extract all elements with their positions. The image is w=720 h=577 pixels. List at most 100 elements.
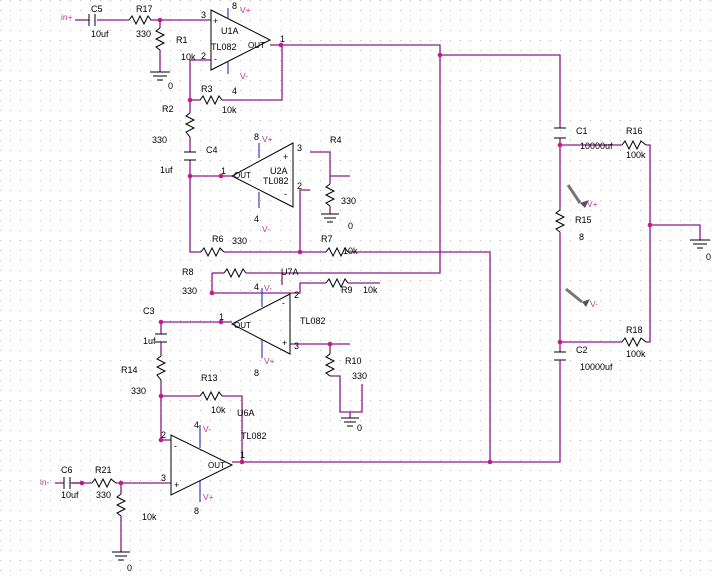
label-r14-ref: R14 — [121, 365, 138, 375]
resistor-r6[interactable] — [200, 246, 225, 258]
capacitor-c4[interactable] — [184, 151, 196, 161]
ground-label-r20: 0 — [127, 563, 132, 573]
resistor-r17[interactable] — [128, 14, 152, 26]
label-r9-ref: R9 — [341, 285, 353, 295]
u1a-pin-8: 8 — [232, 1, 237, 11]
u2a-pin-2: 2 — [297, 181, 302, 191]
label-u7a-ref: U7A — [281, 267, 299, 277]
label-r15-ref: R15 — [575, 215, 592, 225]
resistor-r1[interactable] — [154, 27, 166, 51]
u2a-pin-4: 4 — [254, 214, 259, 224]
label-r4-value: 330 — [341, 196, 356, 206]
label-r18-ref: R18 — [626, 325, 643, 335]
label-r2-ref: R2 — [162, 104, 174, 114]
resistor-r14[interactable] — [155, 355, 167, 381]
power-label-u1a-vplus: V+ — [240, 5, 251, 15]
u1a-out-label: OUT — [248, 41, 265, 50]
label-r10-value: 330 — [352, 371, 367, 381]
resistor-r20[interactable] — [115, 493, 127, 517]
u7a-pin-4: 4 — [254, 282, 259, 292]
power-label-u6a-vplus: V+ — [203, 492, 214, 502]
ground-symbol-r10 — [341, 412, 359, 427]
label-u6a-ref: U6A — [237, 408, 255, 418]
power-label-u7a-vplus: V+ — [264, 356, 275, 366]
power-label-u2a-vplus: V+ — [262, 134, 273, 144]
u2a-pin-3: 3 — [297, 143, 302, 153]
opamp-u2a[interactable] — [230, 142, 294, 208]
u6a-plus-sign: + — [174, 480, 179, 490]
label-r3-ref: R3 — [201, 84, 213, 94]
voltage-probe-vminus[interactable] — [565, 287, 590, 307]
resistor-r7[interactable] — [325, 246, 349, 258]
resistor-r16[interactable] — [621, 139, 647, 151]
label-r9-value: 10k — [363, 285, 378, 295]
label-u1a-part: TL082 — [211, 42, 237, 52]
ground-label-r10: 0 — [357, 423, 362, 433]
resistor-r9[interactable] — [325, 277, 349, 289]
u1a-pin-2: 2 — [201, 51, 206, 61]
resistor-r13[interactable] — [199, 390, 223, 402]
resistor-r2[interactable] — [184, 112, 196, 138]
u2a-plus-sign: + — [283, 152, 288, 162]
u7a-plus-sign: + — [282, 338, 287, 348]
resistor-r4[interactable] — [324, 183, 336, 207]
opamp-u7a[interactable] — [230, 288, 291, 358]
label-c4-value: 1uf — [160, 165, 173, 175]
u7a-pin-1: 1 — [219, 312, 224, 322]
label-r7-value: 10k — [343, 246, 358, 256]
label-r1-ref: R1 — [176, 35, 188, 45]
u1a-pin-4: 4 — [232, 86, 237, 96]
label-c3-value: 1uf — [143, 336, 156, 346]
label-r20-value: 10k — [142, 512, 157, 522]
label-r8-ref: R8 — [182, 267, 194, 277]
u2a-minus-sign: - — [284, 189, 287, 199]
label-r16-ref: R16 — [626, 126, 643, 136]
u6a-out-label: OUT — [208, 461, 225, 470]
u6a-pin-4: 4 — [194, 420, 199, 430]
resistor-r8[interactable] — [223, 267, 247, 279]
label-r10-ref: R10 — [345, 356, 362, 366]
label-r7-ref: R7 — [321, 234, 333, 244]
u2a-pin-8: 8 — [254, 132, 259, 142]
probe-label-vminus: V- — [590, 299, 598, 309]
u7a-pin-2: 2 — [294, 290, 299, 300]
label-c5-ref: C5 — [91, 4, 103, 14]
u1a-pin-3: 3 — [201, 10, 206, 20]
resistor-r21[interactable] — [91, 477, 117, 489]
label-c5-value: 10uf — [91, 29, 109, 39]
u6a-pin-1: 1 — [240, 450, 245, 460]
ground-symbol-r20 — [112, 551, 130, 561]
u6a-pin-3: 3 — [161, 473, 166, 483]
label-u2a-ref: U2A — [270, 166, 288, 176]
power-label-u1a-vminus: V- — [240, 71, 248, 81]
label-c4-ref: C4 — [206, 145, 218, 155]
resistor-r18[interactable] — [621, 336, 647, 348]
resistor-r3[interactable] — [199, 94, 223, 106]
label-u7a-part: TL082 — [300, 316, 326, 326]
label-r14-value: 330 — [131, 386, 146, 396]
ground-symbol-r1 — [150, 71, 170, 81]
label-r6-ref: R6 — [212, 234, 224, 244]
opamp-u6a[interactable] — [170, 425, 234, 502]
label-r4-ref: R4 — [330, 135, 342, 145]
u6a-pin-2: 2 — [161, 430, 166, 440]
capacitor-c5[interactable] — [88, 14, 96, 26]
opamp-u1a[interactable] — [210, 8, 272, 74]
capacitor-c1[interactable] — [554, 127, 566, 139]
resistor-r10[interactable] — [324, 353, 336, 377]
u6a-minus-sign: - — [174, 441, 177, 451]
resistor-r15[interactable] — [554, 209, 566, 233]
label-r17-ref: R17 — [136, 4, 153, 14]
label-c6-value: 10uf — [61, 490, 79, 500]
label-r8-value: 330 — [182, 286, 197, 296]
label-r21-ref: R21 — [95, 465, 112, 475]
u2a-out-label: OUT — [234, 171, 251, 180]
voltage-probe-vplus[interactable] — [566, 184, 589, 208]
label-u1a-ref: U1A — [221, 26, 239, 36]
capacitor-c3[interactable] — [155, 333, 167, 343]
u7a-out-label: OUT — [234, 321, 251, 330]
label-c2-value: 10000uf — [580, 362, 613, 372]
u1a-pin-1: 1 — [280, 34, 285, 44]
ground-symbol-r4 — [321, 213, 339, 223]
